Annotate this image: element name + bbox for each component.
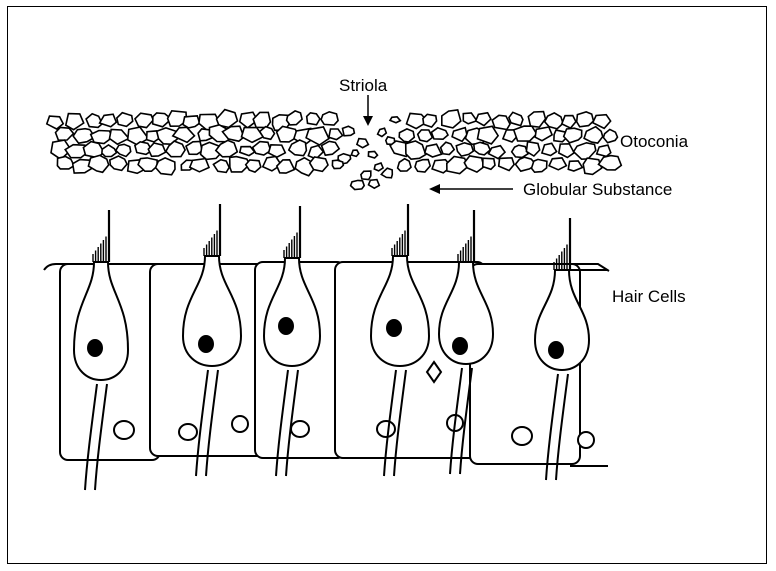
otoconia-crystal (474, 142, 490, 155)
otoconia-crystal (110, 130, 129, 145)
otoconia-crystal (406, 141, 426, 159)
otoconia-crystal (351, 150, 359, 156)
otoconia-crystal (577, 112, 594, 127)
striola-label: Striola (339, 77, 387, 94)
otoconia-crystal (492, 115, 510, 129)
otoconia-crystal (213, 160, 229, 173)
otoconia-crystal (242, 128, 264, 143)
otoconia-crystal (117, 113, 133, 127)
otoconia-crystal (156, 158, 175, 175)
otoconia-crystal (512, 145, 528, 157)
otoconia-crystal (452, 128, 467, 142)
otoconia-crystal (442, 110, 461, 128)
otoconia-crystal (559, 144, 574, 158)
otoconia-crystal (369, 180, 380, 189)
otoconia-crystal (343, 126, 355, 136)
otoconia-crystal (102, 145, 117, 157)
otoconia-crystal (361, 171, 371, 179)
otoconia-crystal (116, 144, 131, 156)
otoconia-crystal (564, 128, 582, 143)
otoconia-crystal (584, 127, 603, 143)
otoconia-label: Otoconia (620, 133, 688, 150)
otoconia-crystal (415, 160, 430, 172)
otoconia-crystal (148, 143, 165, 156)
hair-cell-nucleus (548, 341, 564, 359)
otoconia-crystal (332, 160, 343, 168)
otoconia-crystal (476, 113, 491, 126)
otoconia-crystal (597, 145, 611, 156)
otoconia-crystal (246, 160, 261, 172)
otoconia-crystal (269, 145, 286, 157)
hair-cells-label: Hair Cells (612, 288, 686, 305)
otoconia-crystal (66, 114, 84, 130)
otoconia-crystal (562, 116, 576, 129)
otoconia-crystal (289, 140, 307, 156)
otoconia-layer (47, 110, 622, 190)
hair-cell-nucleus (452, 337, 468, 355)
otoconia-crystal (509, 112, 523, 125)
otoconia-crystal (253, 112, 270, 127)
otoconia-crystal (431, 128, 448, 139)
striola-arrow (363, 95, 373, 126)
otoconia-crystal (374, 163, 383, 171)
otoconia-crystal (378, 128, 387, 136)
otoconia-crystal (306, 127, 329, 145)
otoconia-crystal (368, 152, 377, 159)
otoconia-crystal (390, 117, 400, 123)
otoconia-crystal (56, 127, 74, 140)
otoconia-crystal (464, 156, 484, 172)
otoconia-crystal (514, 126, 537, 141)
otoconia-crystal (135, 113, 153, 127)
otoconia-crystal (399, 129, 414, 142)
otoconia-crystal (532, 159, 547, 172)
otoconia-crystal (489, 146, 506, 159)
otoconia-crystal (423, 114, 437, 127)
otoconia-crystal (287, 111, 303, 125)
otoconia-crystal (418, 130, 433, 142)
otoconia-crystal (86, 114, 102, 128)
otoconia-crystal (549, 158, 566, 170)
globular-substance-arrow (429, 184, 513, 194)
otoconia-crystal (545, 113, 563, 129)
otoconia-crystal (603, 129, 617, 142)
otoconia-crystal (398, 159, 411, 171)
otoconia-crystal (351, 180, 365, 189)
globular-substance-label: Globular Substance (523, 181, 672, 198)
otoconia-crystal (535, 127, 552, 141)
otoconia-crystal (463, 113, 477, 124)
otoconia-crystal (425, 144, 442, 157)
otoconia-crystal (110, 156, 127, 170)
otoconia-crystal (307, 113, 320, 125)
otoconia-crystal (441, 142, 455, 154)
otoconia-crystal (483, 158, 495, 169)
otoconia-crystal (321, 112, 338, 125)
hair-cell-nucleus (87, 339, 103, 357)
hair-cell-nucleus (278, 317, 294, 335)
otoconia-crystal (329, 129, 343, 140)
hair-cell-nucleus (386, 319, 402, 337)
otoconia-crystal (499, 158, 514, 171)
otoconia-crystal (528, 112, 545, 128)
otoconia-crystal (322, 141, 340, 155)
otoconia-crystal (357, 139, 369, 148)
otoconia-crystal (542, 143, 557, 155)
otoconia-crystal (456, 143, 473, 156)
otoconia-crystal (183, 116, 200, 128)
otoconia-crystal (583, 158, 602, 174)
otoconia-crystal (186, 141, 202, 154)
otoconia-crystal (574, 143, 596, 159)
otoconia-crystal (381, 168, 392, 178)
otoconia-crystal (88, 155, 108, 172)
hair-cell-nucleus (198, 335, 214, 353)
otoconia-crystal (216, 140, 238, 156)
otoconia-crystal (190, 159, 209, 172)
otoconia-crystal (568, 161, 582, 171)
